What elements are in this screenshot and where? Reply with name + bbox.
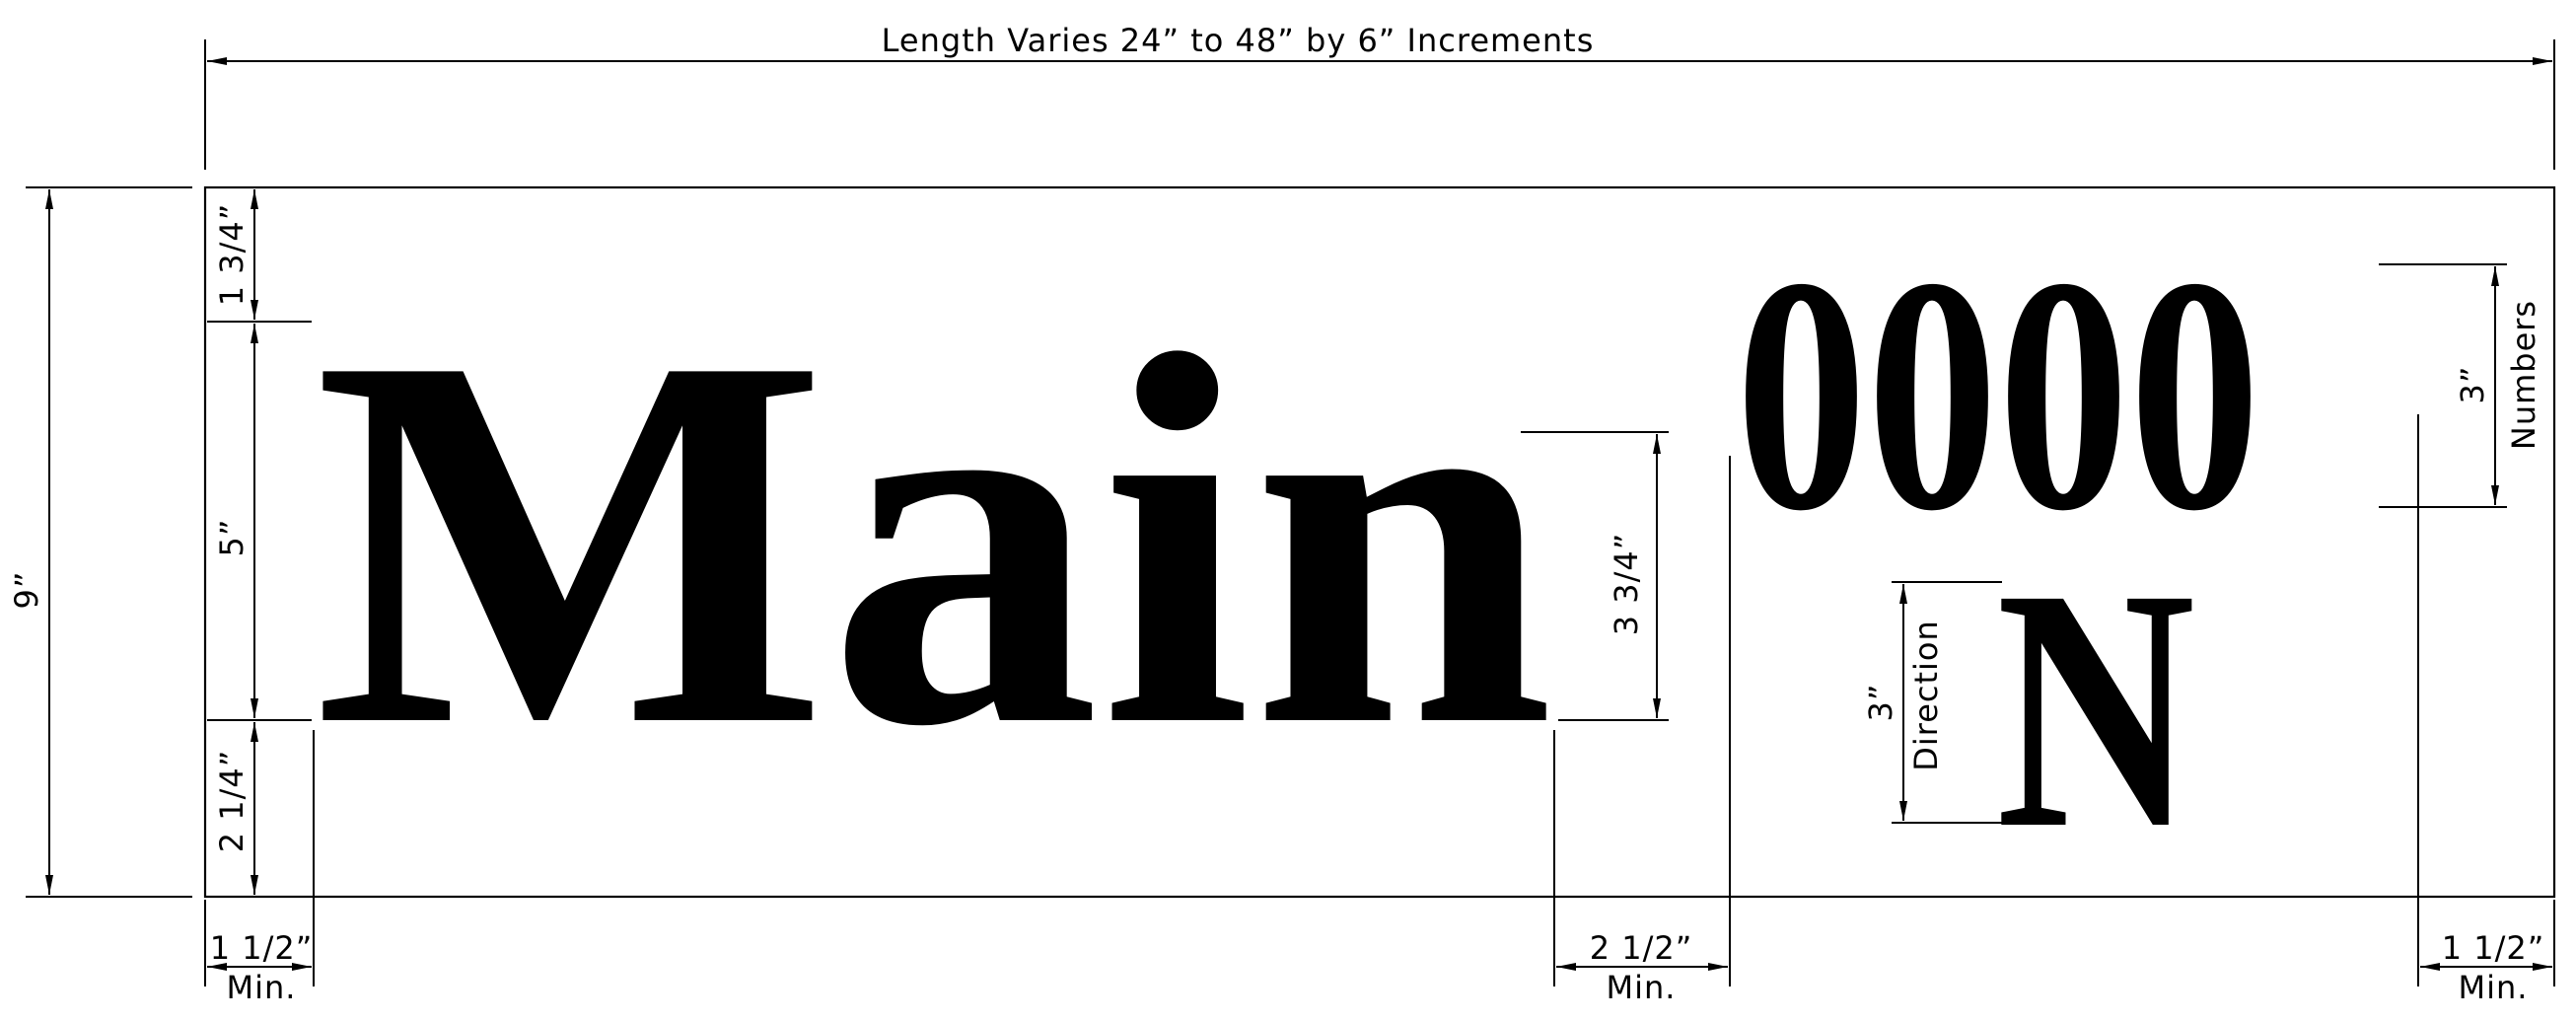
gap-dimension: 2 1/2” Min. — [1553, 456, 1731, 1006]
vertical-spacing-dimensions: 1 3/4” 5” 2 1/4” — [207, 189, 312, 895]
length-dimension-label: Length Varies 24” to 48” by 6” Increment… — [882, 22, 1595, 59]
direction-label: Direction — [1907, 620, 1945, 771]
direction-height-label: 3” — [1862, 684, 1899, 722]
gap-min-label: Min. — [1607, 969, 1677, 1006]
main-letter-height-label: 5” — [213, 519, 250, 557]
length-dimension: Length Varies 24” to 48” by 6” Increment… — [204, 22, 2555, 170]
street-name: Main — [314, 246, 1554, 836]
direction-letter: N — [1996, 517, 2195, 900]
bottom-margin-label: 2 1/4” — [213, 750, 250, 853]
numbers-height-dimension: 3” Numbers — [2379, 263, 2542, 508]
height-dimension: 9” — [8, 186, 192, 898]
gap-label: 2 1/2” — [1590, 929, 1693, 967]
lowercase-height-label: 3 3/4” — [1608, 533, 1645, 636]
left-margin-label: 1 1/2” — [210, 929, 314, 967]
numbers-height-label: 3” — [2454, 366, 2491, 404]
left-margin-min-label: Min. — [227, 969, 297, 1006]
block-number: 0000 — [1736, 208, 2260, 580]
right-margin-min-label: Min. — [2459, 969, 2529, 1006]
direction-height-dimension: 3” Direction — [1862, 581, 2002, 824]
left-margin-dimension: 1 1/2” Min. — [204, 730, 315, 1006]
right-margin-dimension: 1 1/2” Min. — [2417, 414, 2555, 1006]
right-margin-label: 1 1/2” — [2442, 929, 2545, 967]
numbers-label: Numbers — [2505, 300, 2542, 450]
height-dimension-label: 9” — [8, 571, 45, 610]
lowercase-height-dimension: 3 3/4” — [1521, 431, 1669, 721]
top-margin-label: 1 3/4” — [213, 203, 250, 307]
sign-border — [203, 185, 2556, 899]
